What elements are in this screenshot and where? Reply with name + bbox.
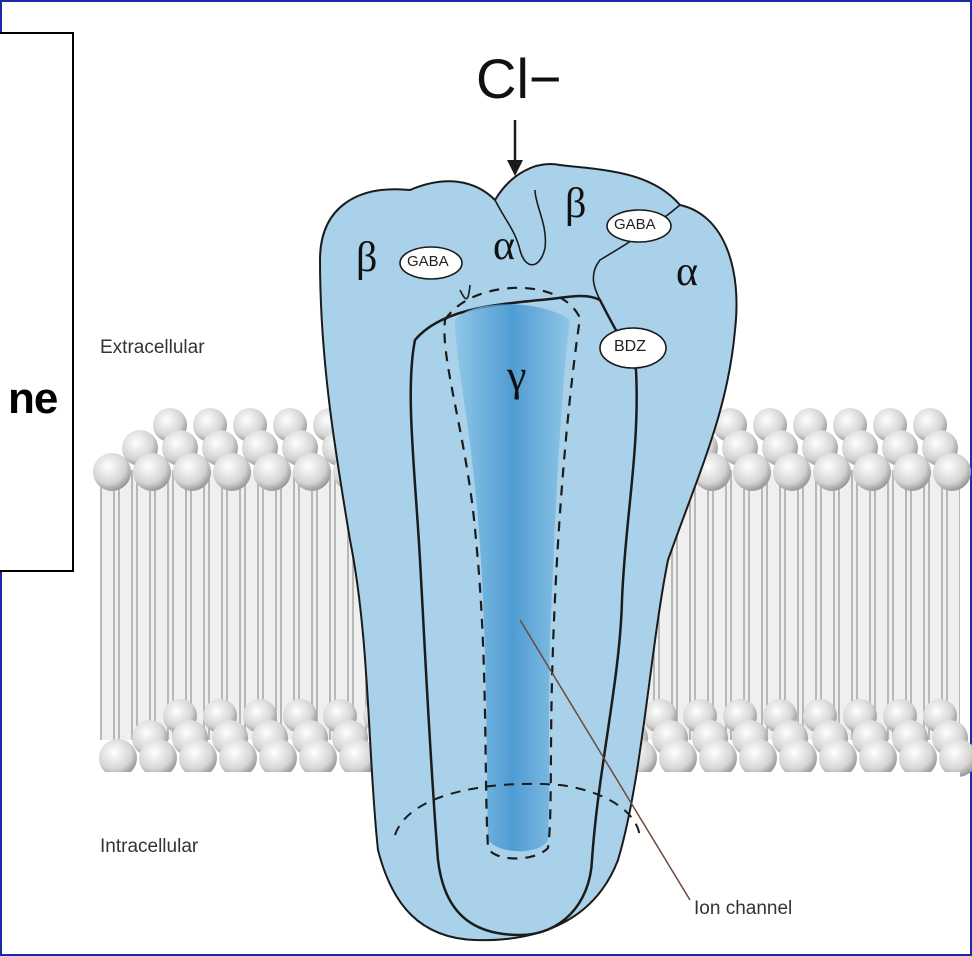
lipid-head: [733, 453, 771, 491]
lipid-head: [139, 739, 177, 777]
lipid-head: [179, 739, 217, 777]
lipid-head: [779, 739, 817, 777]
extracellular-label: Extracellular: [100, 337, 205, 359]
lipid-head: [933, 453, 971, 491]
lipid-head: [819, 739, 857, 777]
lipid-head: [213, 453, 251, 491]
lipid-head: [293, 453, 331, 491]
lipid-head: [173, 453, 211, 491]
lipid-head: [899, 739, 937, 777]
ion-channel-label: Ion channel: [694, 898, 792, 920]
lipid-head: [133, 453, 171, 491]
beta-right-label: β: [565, 180, 586, 228]
overlay-text: ne: [8, 374, 57, 424]
gaba-left-label: GABA: [407, 253, 449, 270]
lipid-head: [659, 739, 697, 777]
bdz-label: BDZ: [614, 338, 646, 356]
gamma-label: γ: [507, 350, 526, 401]
lipid-head: [299, 739, 337, 777]
lipid-head: [93, 453, 131, 491]
gaba-right-label: GABA: [614, 216, 656, 233]
lipid-head: [99, 739, 137, 777]
lipid-head: [699, 739, 737, 777]
intracellular-label: Intracellular: [100, 836, 198, 858]
lipid-head: [773, 453, 811, 491]
alpha-left-label: α: [493, 222, 515, 270]
lipid-head: [859, 739, 897, 777]
alpha-right-label: α: [676, 248, 698, 296]
lipid-head: [259, 739, 297, 777]
lipid-head: [739, 739, 777, 777]
ion-label: Cl−: [476, 46, 562, 111]
overlay-text-box: ne: [0, 32, 74, 572]
lipid-head: [253, 453, 291, 491]
lipid-head: [853, 453, 891, 491]
beta-left-label: β: [356, 234, 377, 282]
lipid-head: [813, 453, 851, 491]
lipid-head: [219, 739, 257, 777]
lipid-head: [893, 453, 931, 491]
